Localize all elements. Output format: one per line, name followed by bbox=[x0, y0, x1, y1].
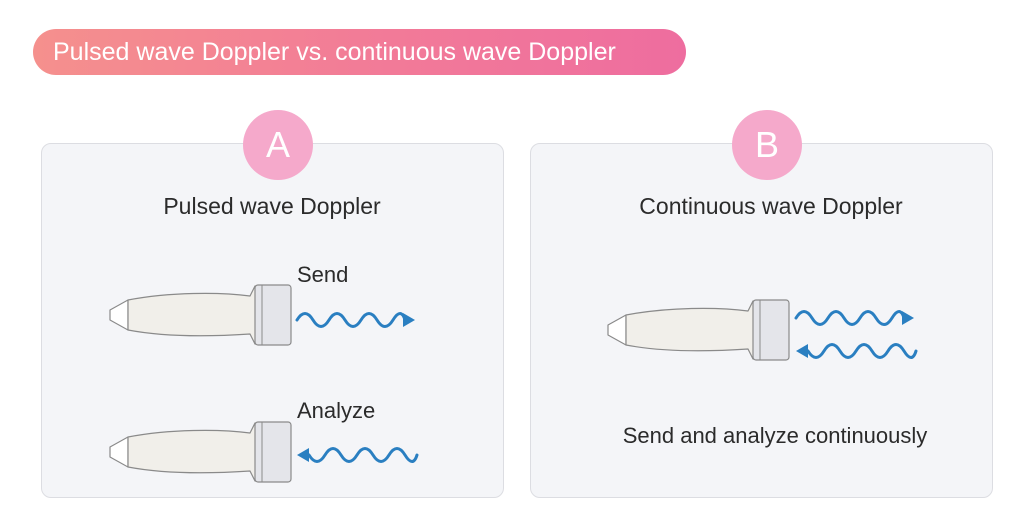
wave-send-arrow bbox=[295, 311, 417, 329]
probe-analyze bbox=[109, 421, 292, 483]
badge-b: B bbox=[732, 110, 802, 180]
probe-continuous bbox=[607, 299, 790, 361]
heading-continuous-wave: Continuous wave Doppler bbox=[639, 193, 903, 219]
heading-pulsed-wave: Pulsed wave Doppler bbox=[163, 193, 381, 219]
badge-a: A bbox=[243, 110, 313, 180]
wave-continuous-send-arrow bbox=[794, 309, 916, 327]
caption-continuous: Send and analyze continuously bbox=[622, 423, 928, 448]
label-send: Send bbox=[297, 262, 349, 287]
label-analyze: Analyze bbox=[297, 398, 376, 423]
wave-analyze-arrow bbox=[295, 446, 419, 464]
title-banner: Pulsed wave Doppler vs. continuous wave … bbox=[33, 29, 686, 75]
probe-send bbox=[109, 284, 292, 346]
wave-continuous-analyze-arrow bbox=[794, 342, 918, 360]
